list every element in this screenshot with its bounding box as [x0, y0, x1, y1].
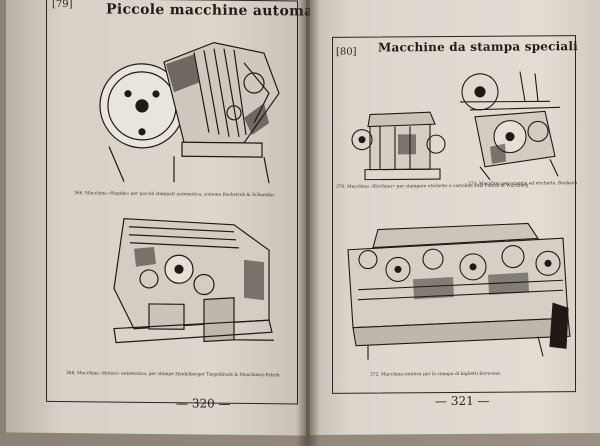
- left-page-number: — 320 —: [176, 396, 231, 411]
- label-press-illustration: [351, 111, 446, 181]
- left-page: [79] Piccole macchine automatiche: [6, 0, 354, 436]
- automatic-press-illustration-top: [99, 41, 280, 184]
- left-plate-number: [79]: [52, 0, 73, 11]
- rotary-press-illustration: [347, 222, 571, 360]
- right-page-number: — 321 —: [435, 393, 490, 409]
- right-caption-bottom: 372. Macchina rotativa per la stampa di …: [370, 371, 501, 378]
- automatic-press-illustration-bottom: [113, 218, 274, 344]
- book-gutter-shadow: [296, 0, 320, 446]
- ticket-press-illustration: [460, 71, 561, 181]
- right-caption-right: 371. Macchina per stampa ed etichette, R…: [468, 181, 578, 187]
- right-plate-number: [80]: [336, 46, 357, 58]
- right-page: [80] Macchine da stampa speciali 370. Ma…: [310, 0, 600, 436]
- right-page-title: Macchine da stampa speciali: [378, 39, 578, 55]
